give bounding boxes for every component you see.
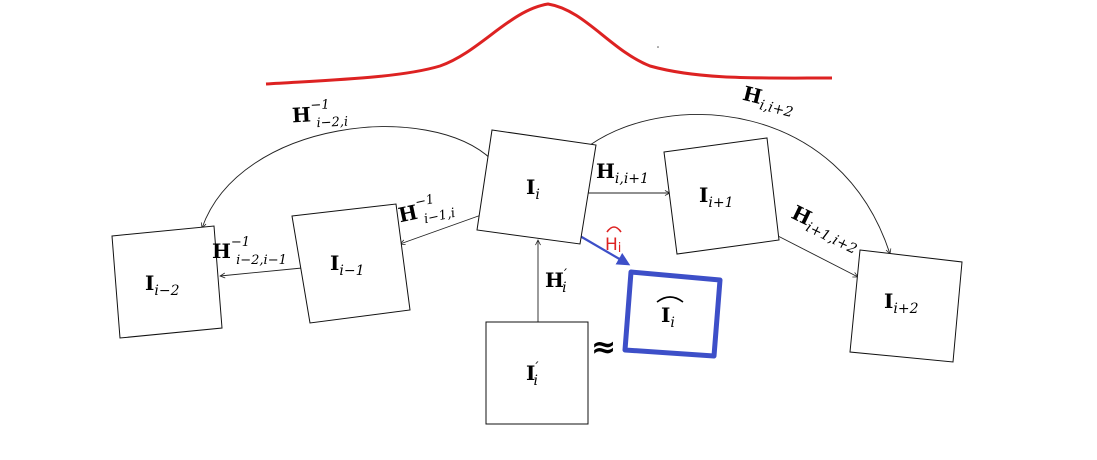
arrow-i-to-i-minus-2 bbox=[202, 126, 493, 228]
frame-i-plus-2-main: I bbox=[884, 289, 893, 313]
arrow-i-to-i-hat bbox=[579, 235, 631, 266]
frame-i: Ii bbox=[476, 129, 597, 245]
svg-text:Ii: Ii bbox=[661, 303, 675, 331]
frame-i-main: I bbox=[526, 175, 535, 199]
frame-i-plus-2: Ii+2 bbox=[849, 249, 963, 363]
svg-text:Hi+1,i+2: Hi+1,i+2 bbox=[786, 200, 864, 257]
svg-text:H−1i−1,i: H−1i−1,i bbox=[395, 188, 456, 232]
svg-text:Ii−1: Ii−1 bbox=[330, 251, 364, 279]
svg-text:H−1i−2,i: H−1i−2,i bbox=[291, 97, 348, 133]
arrow-i-to-i-plus-2 bbox=[589, 114, 890, 254]
frame-i-prime: I′i bbox=[485, 321, 589, 425]
svg-text:H−1i−2,i−1: H−1i−2,i−1 bbox=[212, 235, 287, 268]
svg-text:Ii+2: Ii+2 bbox=[884, 289, 919, 317]
label-h-i-i-plus-1: Hi,i+1 bbox=[596, 159, 649, 187]
label-h-inv-i-minus-1-i: H−1i−1,i bbox=[395, 188, 457, 232]
frame-i-hat-main: I bbox=[661, 303, 670, 327]
approx-symbol: ≈ bbox=[591, 330, 616, 365]
frame-i-plus-2-sub: i+2 bbox=[893, 301, 918, 317]
frame-i-plus-1: Ii+1 bbox=[663, 137, 780, 255]
frame-i-minus-2: Ii−2 bbox=[111, 225, 223, 339]
frame-i-sub: i bbox=[535, 187, 539, 203]
frame-i-prime-sub: i bbox=[534, 373, 538, 389]
frame-i-minus-1-main: I bbox=[330, 251, 339, 275]
frame-i-minus-1: Ii−1 bbox=[291, 203, 411, 324]
arrow-i-minus-1-to-i-minus-2 bbox=[220, 267, 303, 276]
arrow-i-plus-1-to-i-plus-2 bbox=[777, 235, 858, 278]
frame-i-hat: Ii bbox=[622, 269, 723, 359]
frame-i-prime-mark: ′ bbox=[535, 360, 539, 376]
svg-text:Hi,i+1: Hi,i+1 bbox=[596, 159, 649, 187]
frame-i-plus-1-sub: i+1 bbox=[708, 195, 733, 211]
frame-i-minus-1-sub: i−1 bbox=[339, 263, 364, 279]
frame-i-plus-1-main: I bbox=[699, 183, 708, 207]
frame-i-hat-accent bbox=[656, 296, 684, 303]
svg-text:Ii−2: Ii−2 bbox=[145, 271, 180, 299]
svg-text:Hi,i+2: Hi,i+2 bbox=[739, 81, 797, 121]
frame-i-hat-sub: i bbox=[670, 315, 674, 331]
label-estimate-accent bbox=[606, 226, 622, 233]
svg-text:Hi: Hi bbox=[605, 235, 621, 256]
label-h-prime-i: H′i bbox=[545, 267, 568, 296]
distribution-curve bbox=[265, 2, 833, 86]
svg-text:H′i: H′i bbox=[545, 267, 568, 296]
label-h-i-plus-1-i-plus-2: Hi+1,i+2 bbox=[786, 200, 864, 257]
arrow-i-to-i-minus-1 bbox=[400, 213, 485, 244]
frame-i-prime-main: I bbox=[526, 361, 535, 385]
svg-text:I′i: I′i bbox=[526, 360, 539, 389]
curve-dot bbox=[657, 46, 659, 48]
svg-text:Ii: Ii bbox=[526, 175, 540, 203]
frame-i-minus-2-main: I bbox=[145, 271, 154, 295]
svg-text:Ii+1: Ii+1 bbox=[699, 183, 733, 211]
label-h-i-i-plus-2: Hi,i+2 bbox=[739, 81, 797, 121]
label-estimate: Hi bbox=[605, 226, 622, 256]
frame-i-minus-2-sub: i−2 bbox=[154, 283, 179, 299]
label-h-inv-i-minus-2-i: H−1i−2,i bbox=[291, 97, 348, 133]
